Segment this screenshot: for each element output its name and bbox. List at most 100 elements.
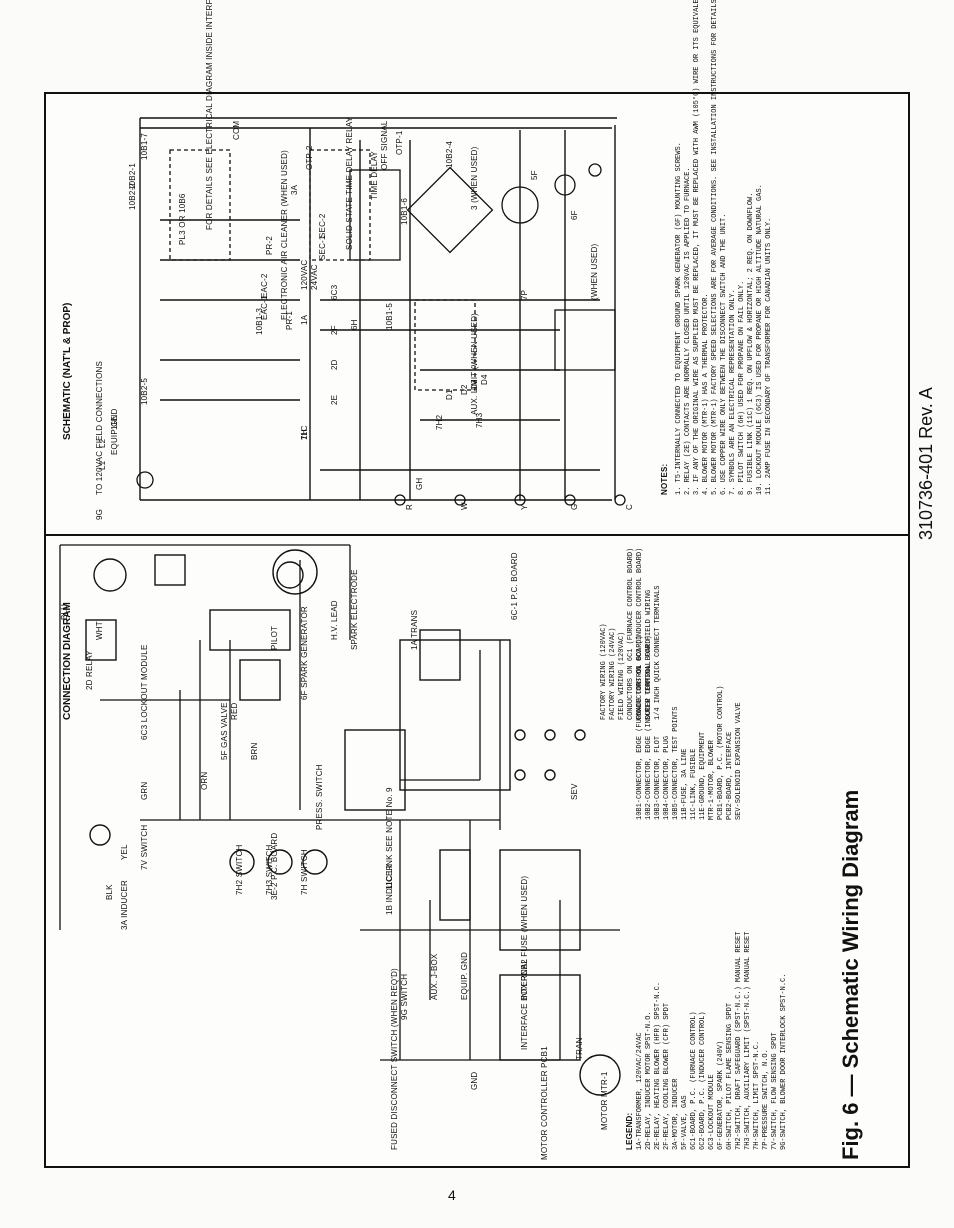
schematic-component-label: D4: [480, 374, 489, 385]
diagram-sheet: [44, 92, 910, 1168]
legend-item: 11B-FUSE, 3A LINE: [681, 748, 689, 820]
legend-item: 9G-SWITCH, BLOWER DOOR INTERLOCK SPST-N.…: [780, 973, 788, 1150]
legend-item: 10B5-CONNECTOR, TEST POINTS: [672, 706, 680, 820]
legend-item: 7H2-SWITCH, DRAFT SAFEGUARD (SPST-N.C.) …: [735, 931, 743, 1150]
schematic-component-label: 5F: [530, 170, 539, 180]
line-legend-item: FACTORY WIRING (24VAC): [609, 627, 617, 720]
connection-component-label: 6F SPARK GENERATOR: [300, 606, 309, 700]
schematic-notes: 1. T5-INTERNALLY CONNECTED TO EQUIPMENT …: [675, 0, 774, 495]
schematic-component-label: L1: [98, 460, 107, 470]
schematic-component-label: 10B1-7: [140, 133, 149, 160]
legend-item: 11E-GROUND, EQUIPMENT: [699, 731, 707, 820]
schematic-component-label: Y: [520, 504, 529, 510]
schematic-component-label: PR-2: [265, 235, 274, 255]
legend-item: 7H3-SWITCH, AUXILIARY LIMIT (SPST-N.C.) …: [744, 931, 752, 1150]
schematic-component-label: GH: [415, 477, 424, 490]
connection-component-label: 5F GAS VALVE: [220, 702, 229, 760]
schematic-component-label: 2F: [330, 325, 339, 335]
connection-component-label: 6C-1 P.C. BOARD: [510, 552, 519, 620]
connection-component-label: BRN: [250, 742, 259, 761]
schematic-component-label: EAC-1: [260, 295, 269, 320]
schematic-component-label: D1: [445, 389, 454, 400]
connection-component-label: 7H3 SWITCH: [265, 844, 274, 895]
connection-component-label: INTERNAL FUSE (WHEN USED): [520, 875, 529, 1000]
legend-list: 1A-TRANSFORMER, 120VAC/24VAC 2D-RELAY, I…: [636, 850, 789, 1150]
legend-item: 6C1-BOARD, P.C. (FURNACE CONTROL): [690, 1011, 698, 1150]
schematic-component-label: COM: [232, 120, 241, 140]
connection-component-label: SPARK ELECTRODE: [350, 569, 359, 650]
line-legend-item: SCREW TERMINAL FOR FIELD WIRING: [645, 589, 653, 720]
connection-component-label: GRN: [140, 781, 149, 800]
note-item: 4. BLOWER MOTOR (MTR-1) HAS A THERMAL PR…: [702, 293, 710, 495]
schematic-component-label: SEC-1: [318, 235, 327, 260]
note-item: 3. IF ANY OF THE ORIGINAL WIRE AS SUPPLI…: [693, 0, 701, 495]
schematic-component-label: OTP-2: [305, 145, 314, 170]
legend-item: 3A-MOTOR, INDUCER: [672, 1078, 680, 1150]
schematic-component-label: 24VAC: [310, 264, 319, 290]
legend-item: 7V-SWITCH, FLOW SENSING SPDT: [771, 1032, 779, 1150]
connection-component-label: PRESS. SWITCH: [315, 764, 324, 830]
legend-item: 2E-RELAY, HEATING BLOWER (HFR) SPST-N.C.: [654, 981, 662, 1150]
legend-item: 2D-RELAY, INDUCER MOTOR SPST-N.O.: [645, 1011, 653, 1150]
legend-item: 7P-PRESSURE SWITCH, N.O.: [762, 1049, 770, 1150]
schematic-component-label: PR-1: [285, 310, 294, 330]
connection-component-label: 7V SWITCH: [140, 824, 149, 870]
line-legend-item: FACTORY WIRING (120VAC): [600, 623, 608, 720]
schematic-component-label: 6H: [350, 319, 359, 330]
legend-item: 6H-SWITCH, PILOT FLAME SENSING SPDT: [726, 1002, 734, 1150]
schematic-component-label: FOR DETAILS SEE ELECTRICAL DIAGRAM INSID…: [205, 0, 214, 230]
connection-component-label: 7H2 SWITCH: [235, 844, 244, 895]
schematic-component-label: L2: [98, 438, 107, 448]
schematic-component-label: D2: [460, 384, 469, 395]
note-item: 1. T5-INTERNALLY CONNECTED TO EQUIPMENT …: [675, 142, 683, 495]
schematic-component-label: 3 (WHEN USED): [470, 146, 479, 211]
legend-item: 6C2-BOARD, P.C. (INDUCER CONTROL): [699, 1011, 707, 1150]
schematic-component-label: W: [460, 502, 469, 510]
schematic-component-label: 11E: [110, 415, 119, 430]
connection-component-label: MOTOR CONTROLLER PCB1: [540, 1046, 549, 1160]
schematic-component-label: 2E: [330, 394, 339, 405]
schematic-component-label: 120VAC: [300, 259, 309, 290]
note-item: 2. RELAY (2E) CONTACTS ARE NORMALLY CLOS…: [684, 167, 692, 495]
schematic-component-label: ELECTRONIC AIR CLEANER (WHEN USED): [280, 150, 289, 320]
line-legend-item: CONDUCTORS ON 6C2 (INDUCER CONTROL BOARD…: [636, 547, 644, 720]
legend-item: 7H-SWITCH, LIMIT SPST-N.C.: [753, 1040, 761, 1150]
schematic-component-label: 10B2-4: [445, 141, 454, 168]
connection-component-label: SEV: [570, 783, 579, 800]
schematic-component-label: 7H3: [475, 412, 484, 428]
legend-item: PCB1-BOARD, P.C. (MOTOR CONTROL): [717, 685, 725, 820]
connection-component-label: PILOT: [270, 625, 279, 650]
connection-component-label: BLK: [105, 884, 114, 900]
connection-component-label: RED: [230, 702, 239, 721]
schematic-component-label: OFF SIGNAL: [380, 120, 389, 170]
legend-item: 1A-TRANSFORMER, 120VAC/24VAC: [636, 1032, 644, 1150]
revision-number: 310736-401 Rev. A: [916, 387, 936, 540]
connection-component-label: TRAN: [575, 1037, 584, 1060]
connection-component-label: ORN: [200, 771, 209, 790]
line-legend-item: FIELD WIRING (120VAC): [618, 631, 626, 720]
section-divider: [46, 534, 908, 536]
connection-component-label: WHT: [95, 621, 104, 640]
schematic-component-label: SOLID STATE TIME DELAY RELAY: [345, 116, 354, 250]
connection-component-label: 9G SWITCH: [400, 973, 409, 1020]
schematic-component-label: (WHEN USED): [590, 243, 599, 300]
schematic-component-label: G: [570, 503, 579, 510]
connection-component-label: EQUIP. GND: [460, 951, 469, 1000]
connection-component-label: H.V. LEAD: [330, 600, 339, 640]
schematic-component-label: 7H2: [435, 414, 444, 430]
schematic-component-label: OTP-1: [395, 130, 404, 155]
note-item: 7. SYMBOLS ARE AN ELECTRICAL REPRESENTAT…: [729, 289, 737, 495]
schematic-component-label: 6C3: [330, 284, 339, 300]
legend-item: 5F-VALVE, GAS: [681, 1095, 689, 1150]
line-legend-item: 1/4 INCH QUICK CONNECT TERMINALS: [654, 585, 662, 720]
note-item: 10. LOCKOUT MODULE (6C3) IS USED FOR PRO…: [756, 184, 764, 495]
schematic-component-label: 11C: [300, 425, 309, 440]
legend-title: LEGEND:: [625, 1112, 634, 1150]
line-legend: FACTORY WIRING (120VAC) FACTORY WIRING (…: [600, 490, 663, 720]
schematic-component-label: TIME DELAY: [370, 151, 379, 200]
schematic-component-label: 1A: [300, 314, 309, 325]
note-item: 5. BLOWER MOTOR (MTR-1) FACTORY SPEED SE…: [711, 0, 719, 495]
schematic-component-label: 9G: [95, 508, 104, 520]
schematic-component-label: PL3 OR 10B6: [178, 193, 187, 245]
note-item: 11. 2AMP FUSE IN SECONDARY OF TRANSFORME…: [765, 217, 773, 495]
